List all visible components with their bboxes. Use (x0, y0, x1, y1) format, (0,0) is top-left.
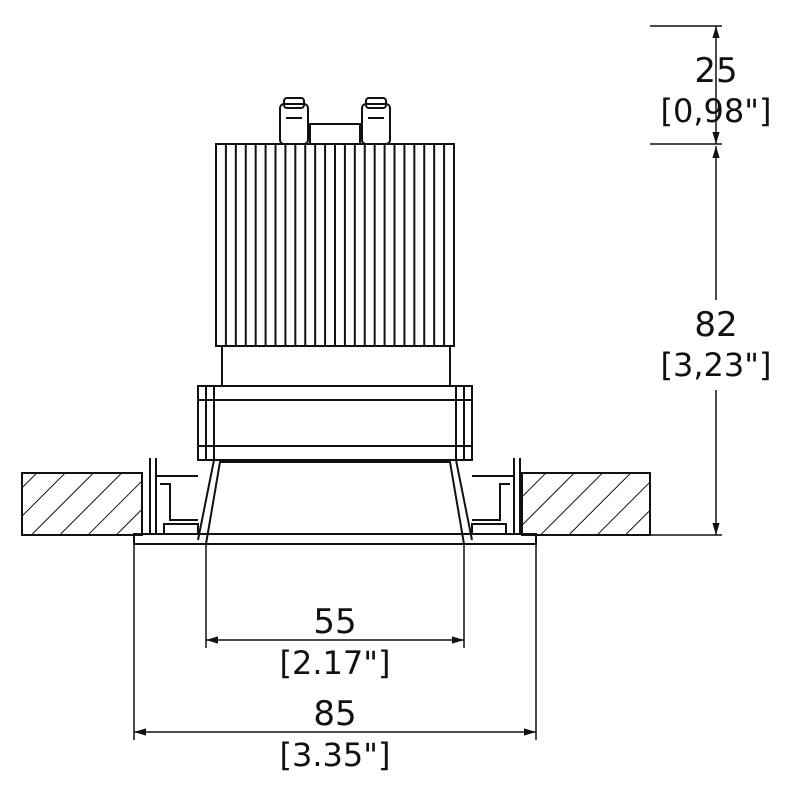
aperture-imperial: [2.17"] (280, 644, 391, 682)
ceiling-right (521, 472, 651, 536)
aperture-value: 55 (313, 602, 356, 642)
mounting-frame (133, 458, 537, 545)
height-value: 82 (694, 305, 737, 345)
dim-top-offset (650, 25, 722, 145)
outer-imperial: [3.35"] (280, 736, 391, 774)
outer-value: 85 (313, 694, 356, 734)
housing (197, 345, 473, 461)
heatsink (215, 143, 455, 347)
reflector (197, 459, 473, 545)
connector-pins (279, 97, 391, 145)
ceiling-left (21, 472, 143, 536)
top-offset-imperial: [0,98"] (661, 92, 772, 130)
top-offset-value: 25 (694, 51, 737, 91)
dim-aperture (205, 544, 465, 648)
dim-outer (133, 544, 537, 740)
height-imperial: [3,23"] (661, 346, 772, 384)
